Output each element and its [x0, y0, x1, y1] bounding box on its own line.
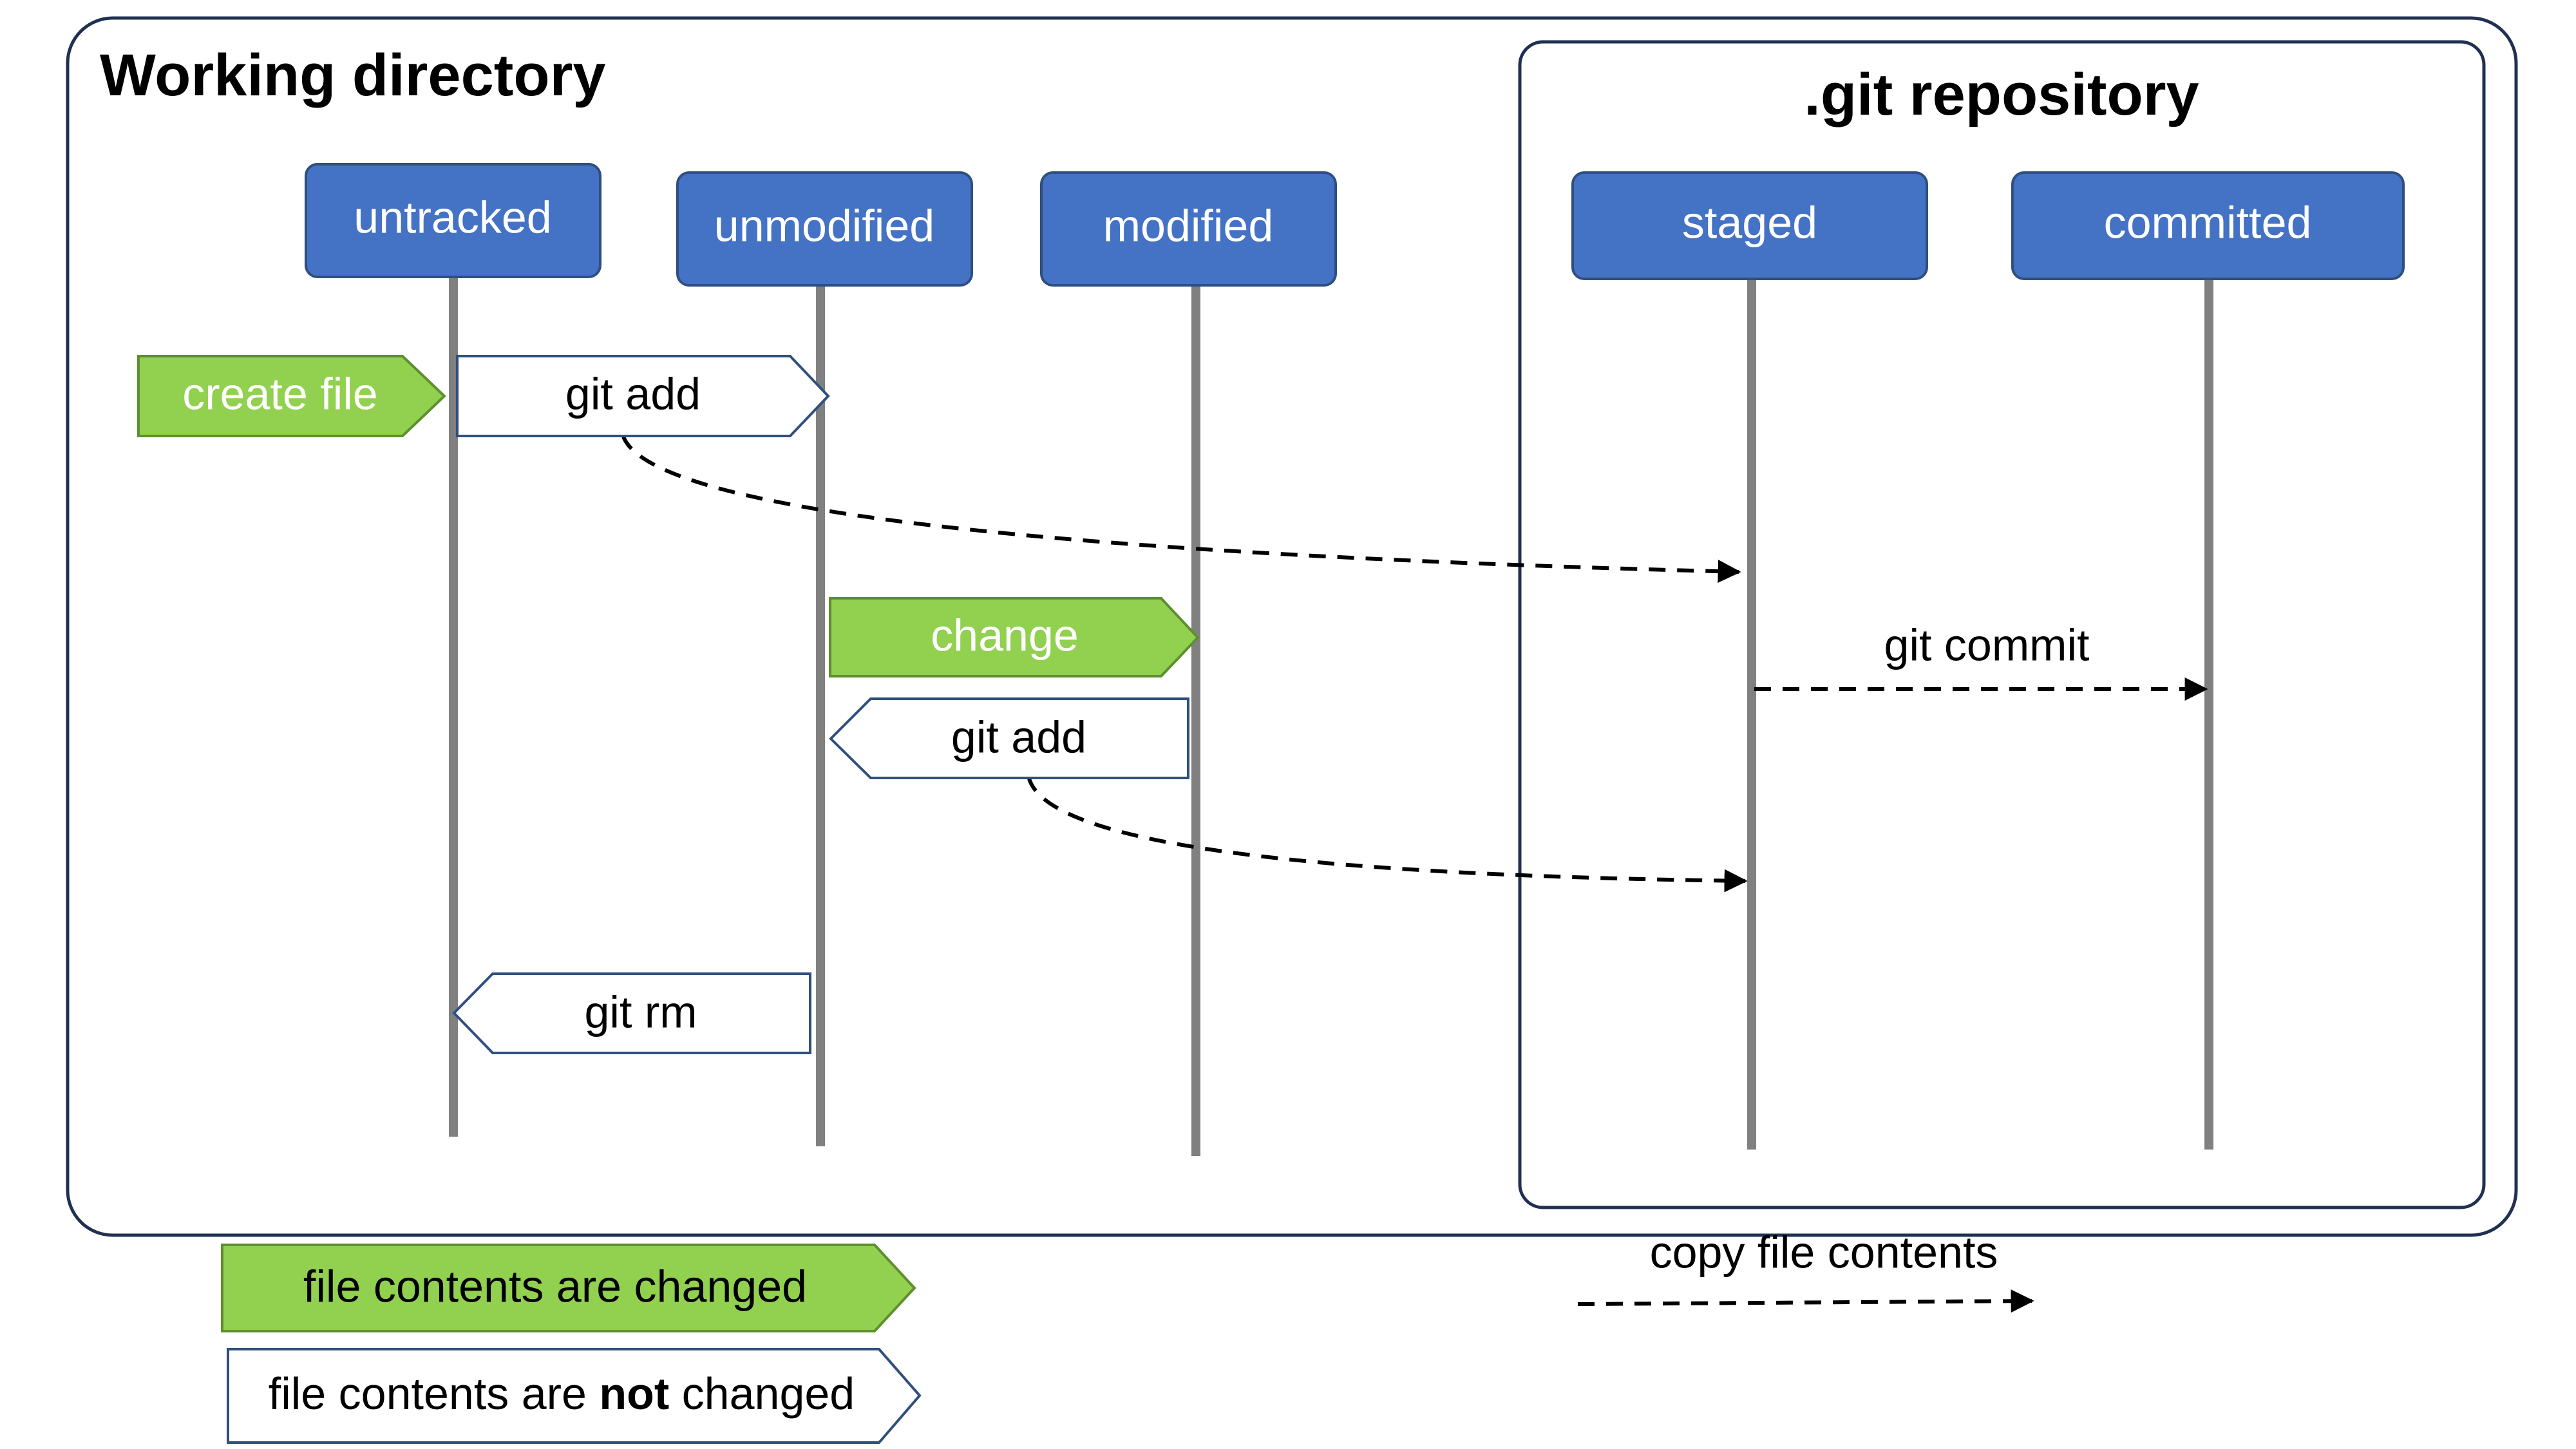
- legend-not-changed: file contents are not changed: [227, 1348, 922, 1444]
- action-create-file-label: create file: [182, 368, 377, 419]
- action-git-add-1: git add: [456, 355, 830, 437]
- working-directory-title: Working directory: [100, 43, 606, 108]
- legend-copy-label: copy file contents: [1650, 1227, 1998, 1277]
- state-unmodified: unmodified: [676, 171, 973, 287]
- action-git-commit-label: git commit: [1884, 620, 2090, 670]
- state-untracked: untracked: [305, 163, 601, 278]
- legend-copy-arrow: [1577, 1289, 2034, 1313]
- action-git-add-2-label: git add: [951, 712, 1086, 762]
- git-repository-frame: [1518, 40, 2486, 1209]
- state-unmodified-label: unmodified: [714, 200, 934, 251]
- action-git-add-1-label: git add: [565, 368, 701, 419]
- state-modified-label: modified: [1103, 200, 1274, 251]
- state-committed-label: committed: [2104, 197, 2312, 247]
- state-staged: staged: [1571, 171, 1928, 280]
- state-modified: modified: [1040, 171, 1337, 287]
- action-git-add-2: git add: [829, 697, 1189, 779]
- copy-arrow-add-1: [621, 434, 1741, 583]
- action-change-label: change: [931, 610, 1079, 660]
- action-git-rm-label: git rm: [585, 987, 697, 1037]
- action-create-file: create file: [137, 355, 446, 437]
- state-staged-label: staged: [1682, 197, 1817, 247]
- legend-changed-label: file contents are changed: [303, 1261, 807, 1311]
- working-directory-frame: [66, 16, 2518, 1237]
- legend-not-changed-post: changed: [669, 1368, 855, 1419]
- legend-not-changed-pre: file contents are: [269, 1368, 600, 1419]
- state-committed: committed: [2011, 171, 2405, 280]
- state-untracked-label: untracked: [354, 192, 551, 242]
- action-change: change: [829, 597, 1200, 677]
- git-repository-title: .git repository: [1804, 62, 2199, 128]
- action-git-rm: git rm: [452, 972, 811, 1054]
- legend-changed: file contents are changed: [221, 1244, 916, 1332]
- copy-arrow-add-2: [1027, 775, 1748, 893]
- legend-not-changed-bold: not: [599, 1368, 669, 1419]
- legend-not-changed-label: file contents are not changed: [269, 1368, 855, 1419]
